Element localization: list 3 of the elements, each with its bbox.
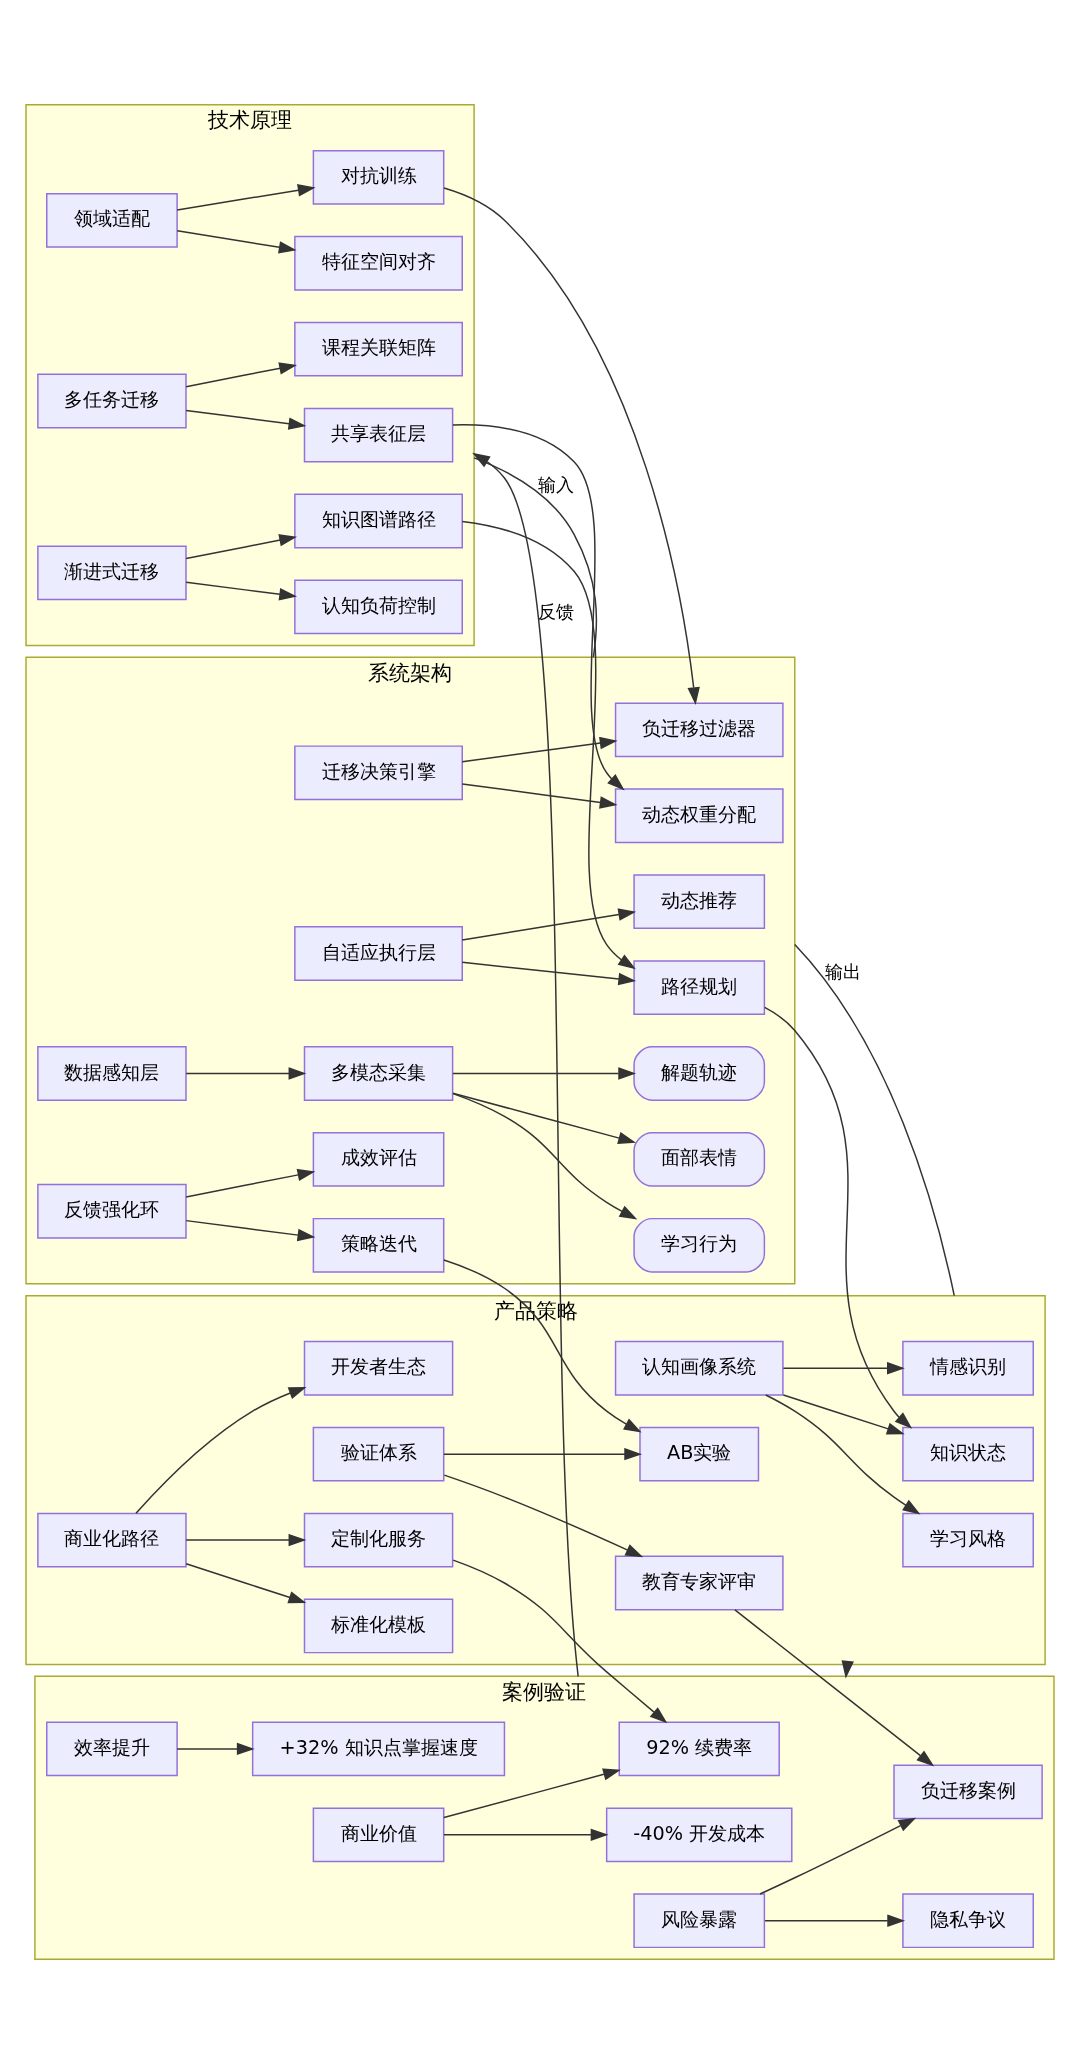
edge-label: 反馈 [537,602,574,623]
edge-label: 输入 [537,474,574,495]
edge-label: 输出 [824,962,861,983]
